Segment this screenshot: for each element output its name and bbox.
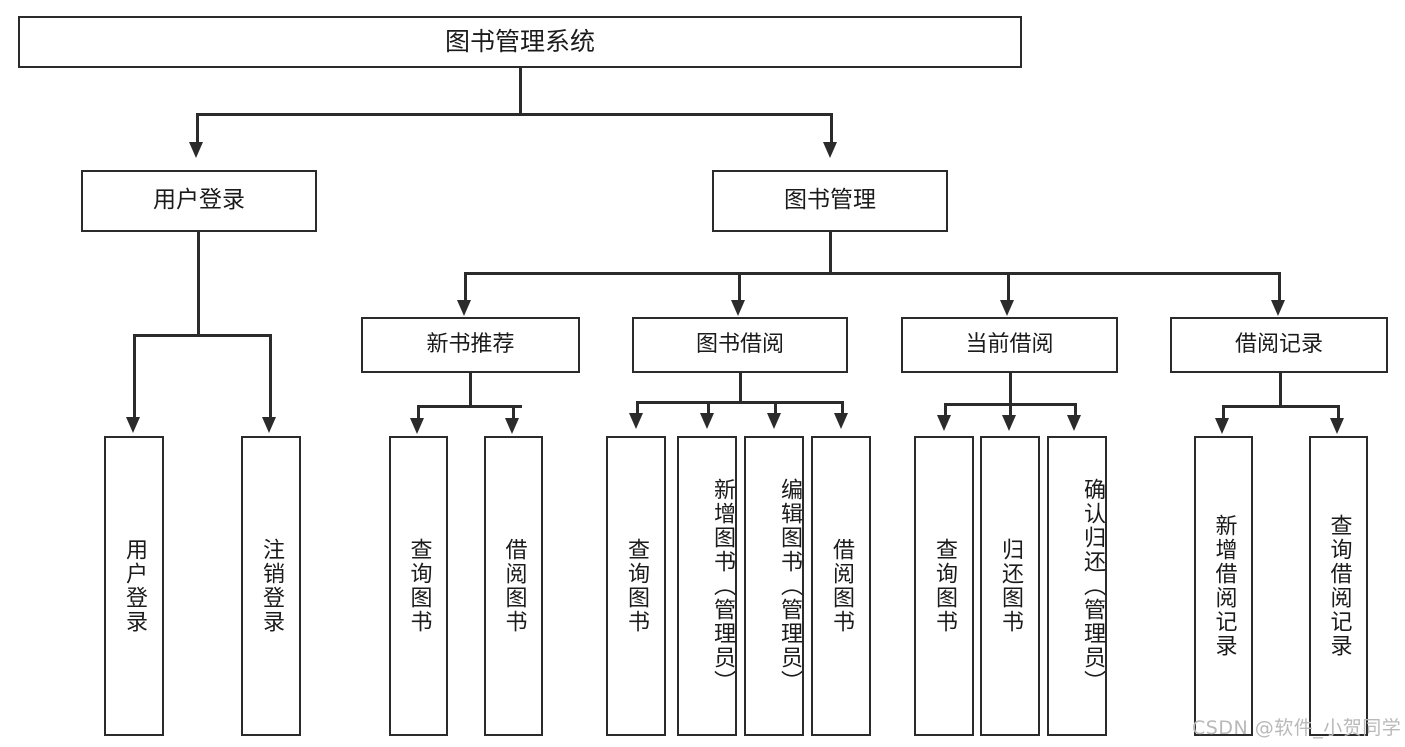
arrowhead-newbook-leaf-2	[505, 418, 519, 434]
connector-borrowrecord-stem	[1279, 373, 1282, 407]
arrowhead-bb-leaf-1	[629, 413, 643, 429]
connector-book-management-stem	[829, 232, 832, 274]
leaf-newbook-query-book[interactable]: 查询图书	[389, 436, 448, 736]
node-book-management[interactable]: 图书管理	[712, 170, 948, 232]
leaf-currentborrow-confirm-return-admin[interactable]: 确认归还（管理员）	[1047, 436, 1107, 736]
connector-bm-drop-3	[1007, 272, 1010, 303]
arrowhead-bm-to-book-borrow	[731, 300, 745, 316]
connector-root-stem	[519, 68, 522, 113]
node-current-borrow[interactable]: 当前借阅	[901, 317, 1118, 373]
connector-borrowrecord-bus	[1222, 405, 1338, 408]
connector-cb-drop-3	[1074, 403, 1077, 417]
leaf-bookborrow-query-book[interactable]: 查询图书	[606, 436, 666, 736]
leaf-borrowrecord-query-record[interactable]: 查询借阅记录	[1309, 436, 1368, 736]
arrowhead-bb-leaf-4	[834, 413, 848, 429]
leaf-bookborrow-add-book-admin[interactable]: 新增图书（管理员）	[677, 436, 737, 736]
connector-user-login-bus	[133, 334, 271, 337]
connector-user-login-drop-1	[133, 334, 136, 419]
connector-newbook-bus	[417, 405, 522, 408]
node-book-borrow[interactable]: 图书借阅	[632, 317, 848, 373]
arrowhead-bm-to-new-book	[457, 300, 471, 316]
arrowhead-cb-leaf-3	[1067, 415, 1081, 431]
leaf-currentborrow-return-book[interactable]: 归还图书	[980, 436, 1040, 736]
leaf-user-login-logout[interactable]: 注销登录	[241, 436, 301, 736]
connector-user-login-stem	[197, 232, 200, 336]
csdn-watermark: CSDN @软件_小贺同学	[1192, 717, 1402, 739]
node-borrow-record[interactable]: 借阅记录	[1170, 317, 1388, 373]
arrowhead-cb-leaf-2	[1002, 415, 1016, 431]
node-user-login[interactable]: 用户登录	[81, 170, 317, 232]
node-new-book-recommend[interactable]: 新书推荐	[361, 317, 580, 373]
arrowhead-cb-leaf-1	[937, 415, 951, 431]
arrowhead-br-leaf-1	[1215, 418, 1229, 434]
arrowhead-br-leaf-2	[1330, 418, 1344, 434]
connector-root-drop-2	[830, 113, 833, 144]
connector-book-management-bus	[464, 272, 1281, 275]
leaf-bookborrow-edit-book-admin[interactable]: 编辑图书（管理员）	[744, 436, 804, 736]
connector-bb-drop-1	[636, 401, 639, 415]
connector-bm-drop-2	[738, 272, 741, 303]
leaf-newbook-borrow-book[interactable]: 借阅图书	[484, 436, 543, 736]
arrowhead-bm-to-borrow-record	[1271, 300, 1285, 316]
connector-currentborrow-stem	[1009, 373, 1012, 405]
arrowhead-bm-to-current-borrow	[1000, 300, 1014, 316]
connector-bookborrow-bus	[636, 401, 843, 404]
leaf-bookborrow-borrow-book[interactable]: 借阅图书	[811, 436, 871, 736]
connector-bm-drop-4	[1278, 272, 1281, 303]
leaf-borrowrecord-add-record[interactable]: 新增借阅记录	[1194, 436, 1253, 736]
arrowhead-root-to-book-management	[823, 142, 837, 158]
arrowhead-user-login-leaf-1	[126, 417, 140, 433]
connector-br-drop-1	[1222, 405, 1225, 421]
arrowhead-bb-leaf-3	[767, 413, 781, 429]
connector-root-bus	[196, 113, 833, 116]
node-root-book-management-system[interactable]: 图书管理系统	[18, 16, 1022, 68]
connector-bb-drop-3	[774, 401, 777, 415]
connector-cb-drop-2	[1009, 403, 1012, 417]
connector-newbook-drop-1	[417, 405, 420, 421]
connector-br-drop-2	[1337, 405, 1340, 421]
connector-newbook-stem	[469, 373, 472, 407]
arrowhead-bb-leaf-2	[700, 413, 714, 429]
connector-user-login-drop-2	[269, 334, 272, 419]
connector-bm-drop-1	[464, 272, 467, 303]
arrowhead-newbook-leaf-1	[410, 418, 424, 434]
connector-bb-drop-2	[707, 401, 710, 415]
connector-cb-drop-1	[944, 403, 947, 417]
leaf-currentborrow-query-book[interactable]: 查询图书	[914, 436, 974, 736]
connector-newbook-drop-2	[512, 405, 515, 421]
connector-root-drop-1	[196, 113, 199, 144]
arrowhead-user-login-leaf-2	[262, 417, 276, 433]
connector-bookborrow-stem	[739, 373, 742, 403]
arrowhead-root-to-user-login	[189, 142, 203, 158]
leaf-user-login-login[interactable]: 用户登录	[104, 436, 164, 736]
connector-bb-drop-4	[841, 401, 844, 415]
